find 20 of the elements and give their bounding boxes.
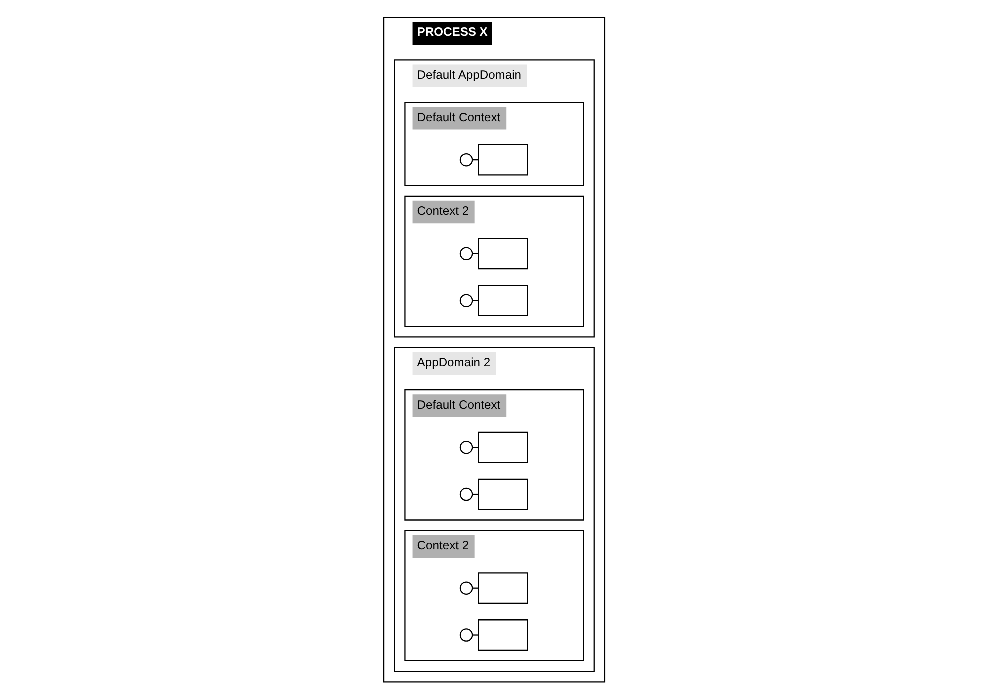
node-circle [460,247,474,261]
cluster: Default Context [404,390,584,521]
cluster: Context 2 [404,530,584,662]
node-circle [460,440,474,454]
node-circle [460,582,474,595]
node-box [478,478,528,510]
node-box [478,238,528,270]
connector [472,300,479,302]
node-circle [460,294,474,308]
node-circle [460,153,474,167]
node-circle [460,628,474,642]
cluster: Default Context [404,102,584,186]
node-box [478,620,528,651]
node-box [478,144,528,176]
node-circle [460,488,474,502]
node-box [478,285,528,317]
node-box [478,432,528,464]
connector [472,634,479,636]
node-box [478,572,528,604]
cluster: Context 2 [404,196,584,328]
